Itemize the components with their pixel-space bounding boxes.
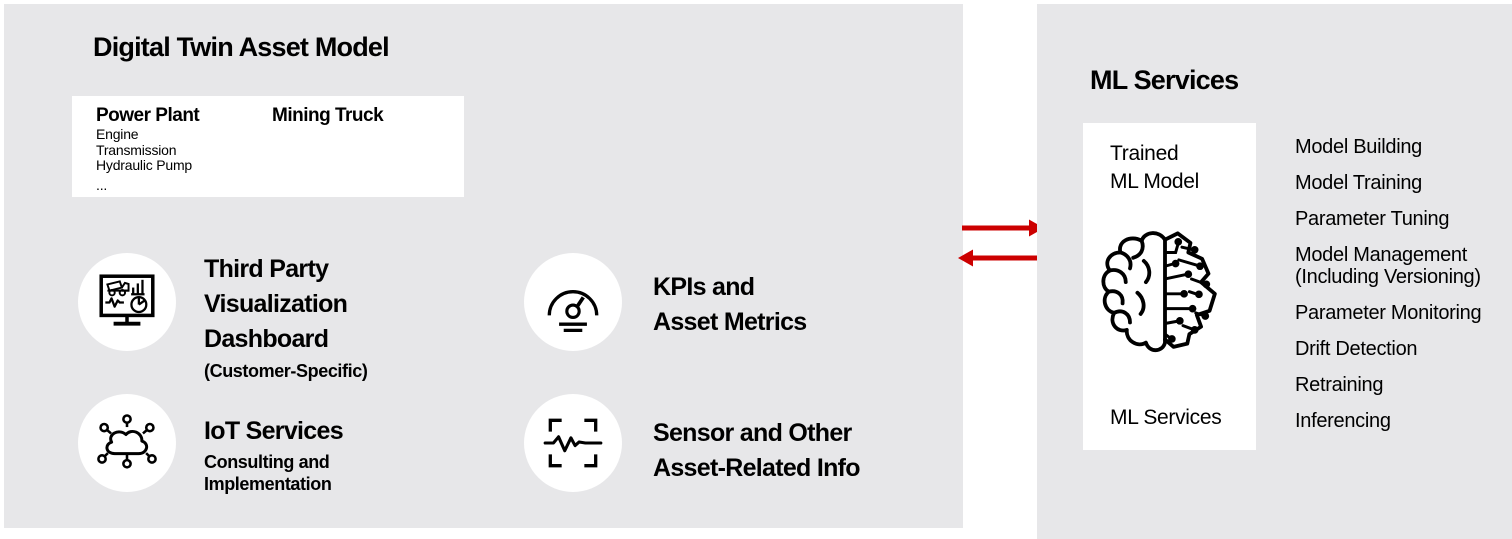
capability-line: Drift Detection (1295, 338, 1418, 360)
capability-line: Inferencing (1295, 410, 1391, 432)
capability-item: Inferencing (1295, 410, 1510, 432)
asset-mining-truck: Mining Truck (272, 105, 384, 127)
ml-services-box-label: ML Services (1110, 406, 1222, 429)
capability-item: Model Training (1295, 172, 1510, 194)
feature-title-line: Asset-Related Info (653, 454, 861, 482)
brain-circuit-icon (1097, 227, 1233, 367)
capability-line: Retraining (1295, 374, 1384, 396)
capability-item: Parameter Tuning (1295, 208, 1510, 230)
ml-services-panel: ML Services Trained ML Model (1037, 4, 1512, 539)
asset-name: Power Plant (96, 105, 200, 126)
feature-title-line: Visualization (204, 290, 348, 318)
capability-line: Parameter Tuning (1295, 208, 1450, 230)
feature-sensor-label: Sensor and Other Asset-Related Info (653, 416, 861, 486)
capability-item: Parameter Monitoring (1295, 302, 1510, 324)
feature-title-line: Sensor and Other (653, 419, 852, 447)
trained-ml-model-box: Trained ML Model (1083, 123, 1256, 450)
trained-ml-model-label: Trained ML Model (1110, 140, 1199, 196)
capability-line: Model Management (1295, 244, 1467, 266)
label-line: Trained (1110, 142, 1179, 165)
capability-line: (Including Versioning) (1295, 266, 1481, 288)
capability-line: Model Training (1295, 172, 1422, 194)
label-line: ML Model (1110, 170, 1200, 193)
asset-component: Engine (96, 126, 139, 142)
feature-subtitle-line: Implementation (204, 474, 332, 494)
feature-title-line: Third Party (204, 255, 329, 283)
asset-model-box: Power Plant Engine Transmission Hydrauli… (72, 96, 464, 197)
asset-component: Hydraulic Pump (96, 157, 193, 173)
feature-title-line: Dashboard (204, 325, 329, 353)
feature-title-line: KPIs and (653, 273, 755, 301)
digital-twin-title: Digital Twin Asset Model (93, 32, 390, 62)
asset-component-ellipsis: ... (96, 176, 108, 193)
asset-name: Mining Truck (272, 105, 384, 126)
feature-dashboard-label: Third Party Visualization Dashboard (Cus… (204, 252, 368, 382)
feature-subtitle-line: Consulting and (204, 452, 330, 472)
capability-line: Parameter Monitoring (1295, 302, 1482, 324)
gauge-icon (524, 253, 622, 351)
capability-item: Model Building (1295, 136, 1510, 158)
digital-twin-panel: Digital Twin Asset Model Power Plant Eng… (4, 4, 963, 528)
feature-subtitle-line: (Customer-Specific) (204, 361, 368, 381)
feature-title-line: Asset Metrics (653, 308, 807, 336)
capability-line: Model Building (1295, 136, 1422, 158)
capability-item: Drift Detection (1295, 338, 1510, 360)
capability-item: Model Management (Including Versioning) (1295, 244, 1510, 288)
asset-power-plant: Power Plant Engine Transmission Hydrauli… (96, 105, 200, 193)
data-flow-arrows (958, 219, 1044, 267)
feature-iot-label: IoT Services Consulting and Implementati… (204, 416, 344, 495)
sensor-waveform-icon (524, 394, 622, 492)
iot-cloud-icon (78, 394, 176, 492)
asset-component: Transmission (96, 141, 177, 158)
feature-title-line: IoT Services (204, 417, 344, 445)
capability-item: Retraining (1295, 374, 1510, 396)
dashboard-monitor-icon (78, 253, 176, 351)
ml-services-title: ML Services (1090, 65, 1239, 95)
ml-capabilities-list: Model Building Model Training Parameter … (1295, 136, 1510, 446)
feature-kpi-label: KPIs and Asset Metrics (653, 270, 807, 340)
